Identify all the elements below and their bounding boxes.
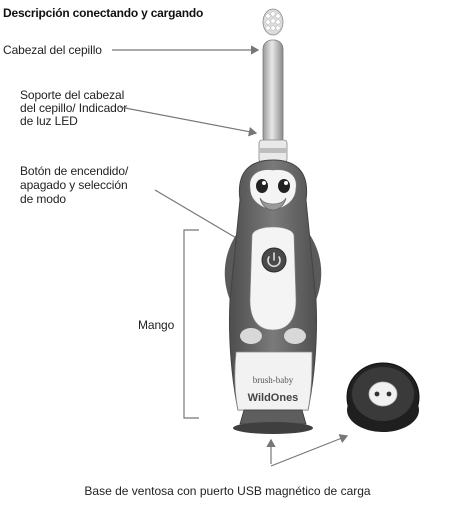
brush-head-label: Cabezal del cepillo [3,43,102,57]
brand-logo: brush-baby [253,375,294,385]
handle-bracket [183,229,199,419]
head-holder-label-line2: del cepillo/ Indicador [20,101,128,115]
head-holder-leader [119,106,258,137]
base-leader-horizontal [270,434,349,467]
product-logo: WildOnes [248,392,299,404]
usb-magnetic-port-icon [368,381,398,407]
handle-label: Mango [138,318,175,332]
brush-head [262,8,284,147]
head-holder-label-line3: de luz LED [20,114,78,128]
power-button[interactable] [261,247,287,273]
power-icon [267,252,281,268]
penguin-handle [224,159,322,411]
head-holder-label-line1: Soporte del cabezal [20,88,125,102]
base-caption: Base de ventosa con puerto USB magnético… [84,484,371,498]
handle-lower-band: brush-baby WildOnes [234,351,313,411]
power-button-label-line3: de modo [20,192,66,206]
power-button-label-line1: Botón de encendido/ [20,164,129,178]
head-holder-led [258,139,288,163]
page-title: Descripción conectando y cargando [3,6,204,20]
power-button-label-line2: apagado y selección [20,178,128,192]
charging-base [346,362,420,432]
brush-suction-base [233,409,313,434]
